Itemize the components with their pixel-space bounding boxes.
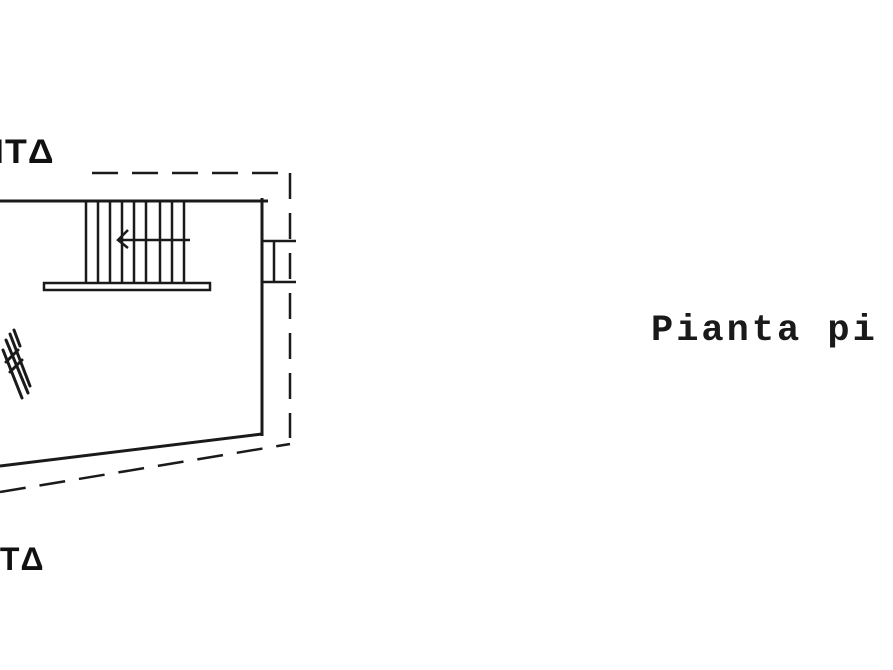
street-label-top: ITΔ xyxy=(0,133,55,171)
dashed-boundary xyxy=(0,171,292,494)
north-arrow-icon xyxy=(1,328,32,400)
street-label-bottom: ITΔ xyxy=(0,541,45,577)
staircase xyxy=(42,200,212,292)
side-opening xyxy=(262,239,296,284)
plan-caption: Pianta pi xyxy=(651,310,878,352)
